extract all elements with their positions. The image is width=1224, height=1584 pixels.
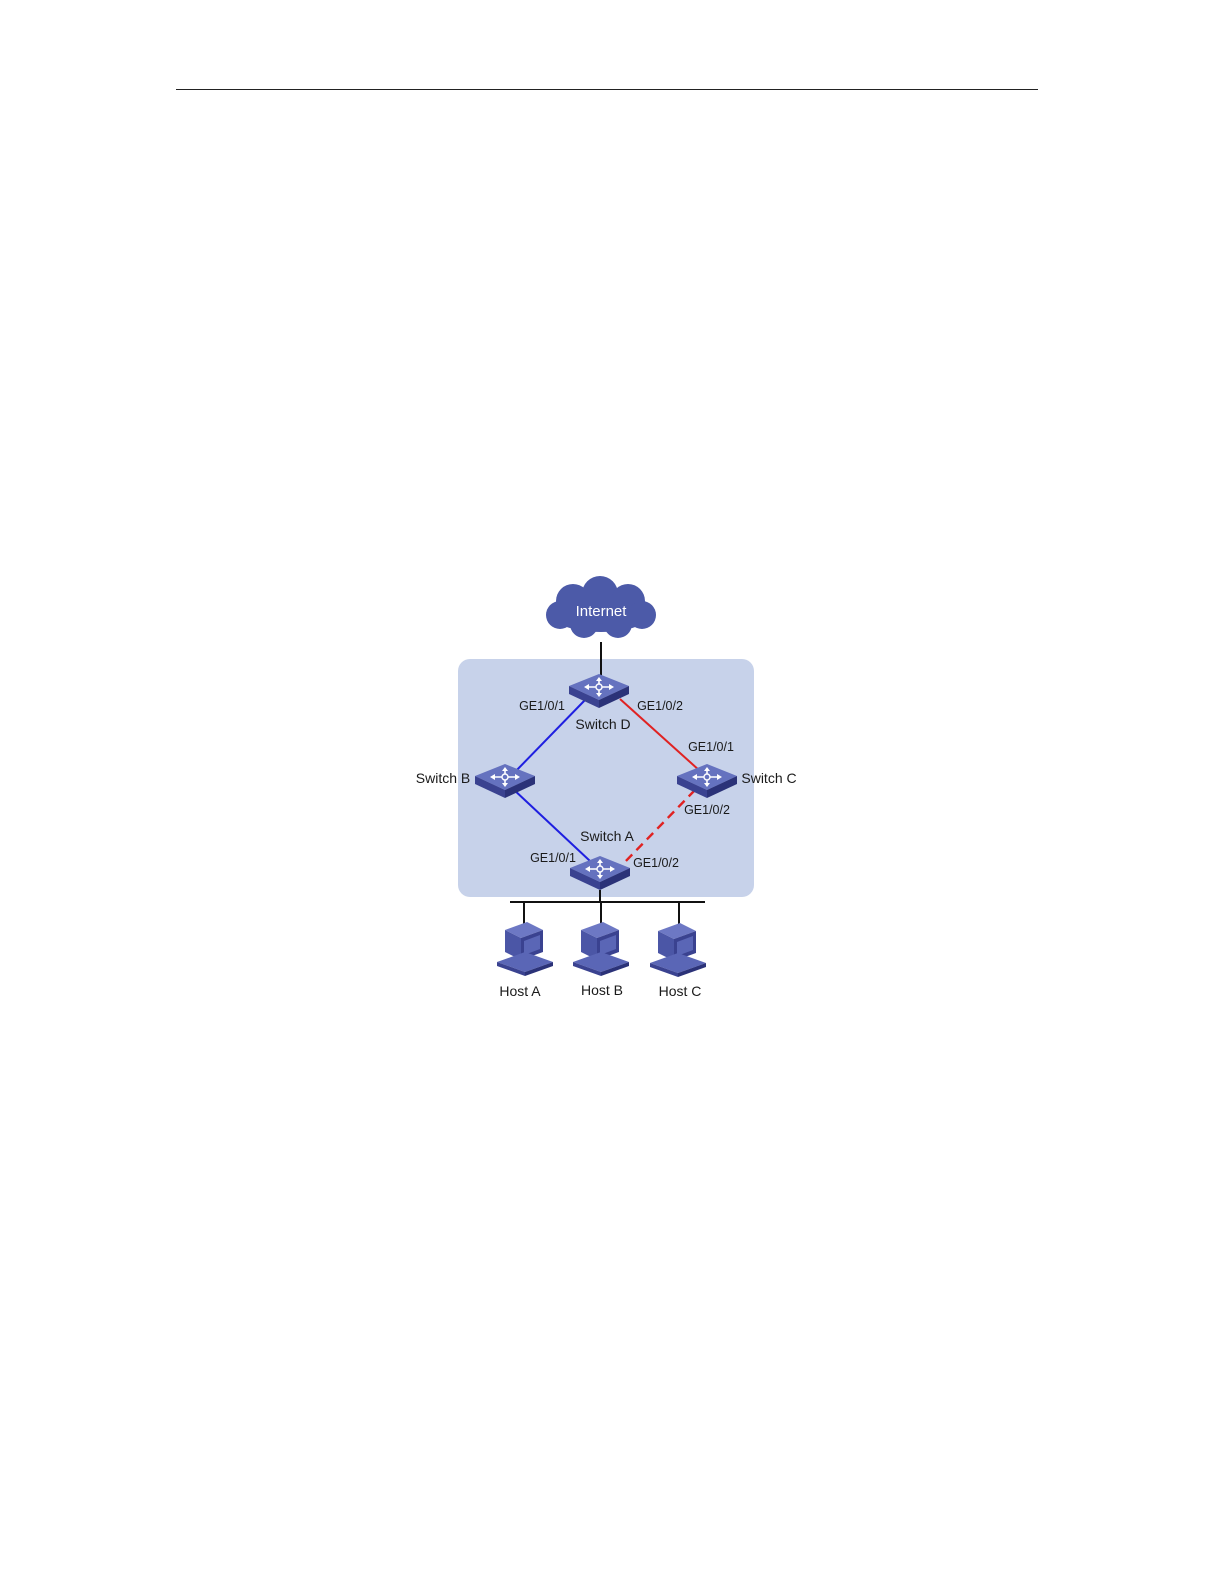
- host-b-icon: [573, 922, 629, 976]
- port-d-ge2: GE1/0/2: [637, 699, 683, 713]
- internet-label: Internet: [576, 603, 628, 620]
- host-b-label: Host B: [581, 982, 623, 998]
- port-c-ge1: GE1/0/1: [688, 740, 734, 754]
- port-a-ge2: GE1/0/2: [633, 856, 679, 870]
- host-a-label: Host A: [499, 983, 541, 999]
- host-c-icon: [650, 923, 706, 977]
- host-a-icon: [497, 922, 553, 976]
- port-a-ge1: GE1/0/1: [530, 851, 576, 865]
- host-c-label: Host C: [659, 983, 702, 999]
- port-c-ge2: GE1/0/2: [684, 803, 730, 817]
- switch-d-label: Switch D: [575, 716, 630, 732]
- port-d-ge1: GE1/0/1: [519, 699, 565, 713]
- switch-c-label: Switch C: [741, 770, 796, 786]
- switch-b-label: Switch B: [416, 770, 470, 786]
- internet-cloud: Internet: [546, 576, 656, 638]
- switch-a-label: Switch A: [580, 828, 634, 844]
